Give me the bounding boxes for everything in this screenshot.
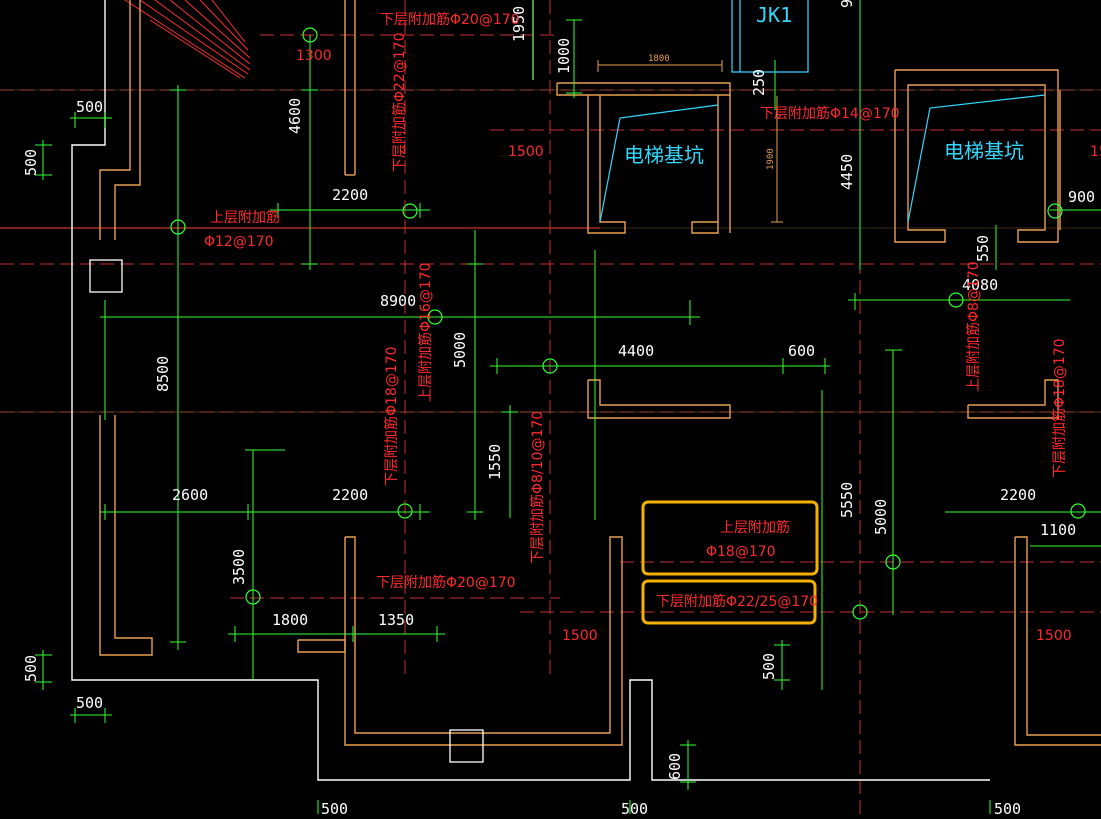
dim-1000: 1000 [555, 38, 573, 74]
dimension-texts: 500 500 4600 1950 1000 250 9 2200 4450 9… [22, 0, 1095, 818]
dim-1350: 1350 [378, 611, 414, 629]
axis-lines-red-vertical [404, 0, 861, 814]
dim-9: 9 [838, 0, 856, 8]
highlight-box-lower[interactable] [641, 579, 817, 625]
rebar-top-1300: 1300 [296, 48, 332, 64]
rebar-upper-12-a: 上层附加筋 [210, 209, 280, 226]
dim-8500: 8500 [154, 356, 172, 392]
rebar-lower-18-right: 下层附加筋Φ18@170 [1051, 338, 1068, 478]
hatch-fan [124, 0, 251, 79]
dim-500-left: 500 [22, 149, 40, 176]
red-1500-a: 1500 [508, 144, 544, 160]
dim-3500: 3500 [230, 549, 248, 585]
dim-4080: 4080 [962, 276, 998, 294]
dim-500-left-b: 500 [22, 655, 40, 682]
rebar-annotations: 下层附加筋Φ20@170 1300 下层附加筋Φ22@170 下层附加筋Φ14@… [204, 11, 1101, 644]
column-box-bottom [449, 729, 484, 763]
dim-1550: 1550 [486, 444, 504, 480]
rebar-lower-14: 下层附加筋Φ14@170 [760, 105, 900, 122]
pit-dimension-orange [597, 60, 783, 223]
highlight-boxes[interactable]: 上层附加筋 Φ18@170 下层附加筋Φ22/25@170 [641, 500, 819, 625]
dim-4400: 4400 [618, 342, 654, 360]
highlight-box-upper[interactable] [641, 500, 819, 576]
dim-4600: 4600 [286, 98, 304, 134]
rebar-upper-8: 上层附加筋Φ8@170 [965, 261, 982, 392]
elevator-pit-right: 电梯基坑 [944, 139, 1024, 163]
pit-dim-1800: 1800 [648, 54, 670, 64]
dim-900: 900 [1068, 188, 1095, 206]
highlight-upper-a: 上层附加筋 [720, 519, 790, 536]
dim-5000-right: 5000 [872, 499, 890, 535]
dim-500-b1: 500 [321, 800, 348, 814]
dim-8900: 8900 [380, 292, 416, 310]
dim-4450: 4450 [838, 154, 856, 190]
dim-2200-right: 2200 [1000, 486, 1036, 504]
dim-1950: 1950 [510, 6, 528, 42]
rebar-lower-8-10: 下层附加筋Φ8/10@170 [529, 411, 546, 564]
highlight-upper-b: Φ18@170 [706, 544, 776, 560]
rebar-upper-12-b: Φ12@170 [204, 234, 274, 250]
red-1500-b: 1500 [562, 628, 598, 644]
rebar-lower-18: 下层附加筋Φ18@170 [383, 346, 400, 486]
rebar-bottom-lower-20: 下层附加筋Φ20@170 [376, 574, 516, 591]
dim-500-bl: 500 [76, 694, 103, 712]
rebar-upper-16: 上层附加筋Φ16@170 [417, 262, 434, 402]
dim-5550: 5550 [838, 482, 856, 518]
dim-2600: 2600 [172, 486, 208, 504]
dim-600-b: 600 [666, 753, 684, 780]
dim-500-b2: 500 [621, 800, 648, 814]
dim-500-top: 500 [76, 98, 103, 116]
dim-500-b3: 500 [994, 800, 1021, 814]
dim-1100: 1100 [1040, 521, 1076, 539]
dim-600: 600 [788, 342, 815, 360]
rebar-lower-22: 下层附加筋Φ22@170 [391, 32, 408, 172]
pit-diagonals [599, 0, 1046, 223]
dim-500-mid: 500 [760, 653, 778, 680]
walls-orange [99, 0, 1101, 746]
dim-2200-mid: 2200 [332, 486, 368, 504]
elevator-pit-left: 电梯基坑 [624, 143, 704, 167]
rebar-top-lower-20: 下层附加筋Φ20@170 [380, 11, 520, 28]
axis-markers [170, 27, 1086, 620]
dimension-lines-green [35, 0, 1101, 814]
outer-wall-white [71, 0, 990, 781]
dim-5000-mid: 5000 [451, 332, 469, 368]
dim-1800: 1800 [272, 611, 308, 629]
red-15: 15 [1090, 144, 1101, 160]
dim-550: 550 [974, 235, 992, 262]
column-box-left [89, 259, 123, 293]
dim-2200-top: 2200 [332, 186, 368, 204]
pit-dim-1900: 1900 [766, 148, 776, 170]
red-1500-c: 1500 [1036, 628, 1072, 644]
highlight-lower: 下层附加筋Φ22/25@170 [656, 593, 818, 610]
dim-250: 250 [750, 69, 768, 96]
jk1-label: JK1 [756, 3, 792, 27]
